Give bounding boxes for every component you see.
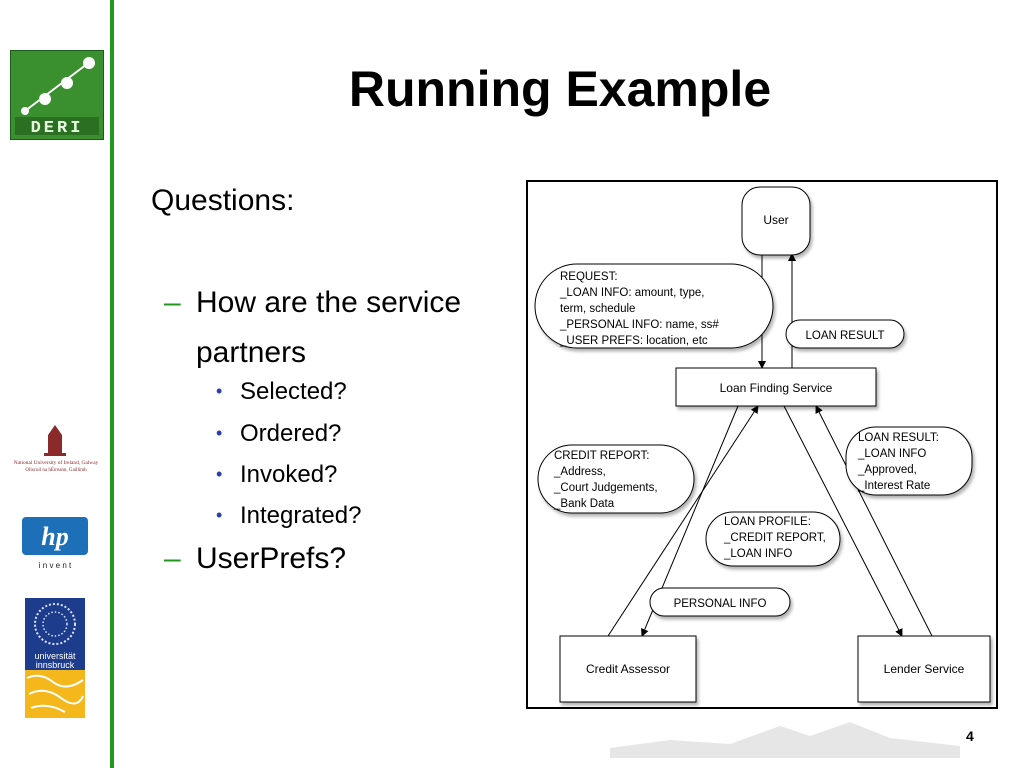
bullet-marker: • xyxy=(216,464,223,484)
loan-finding-service-node: Loan Finding Service xyxy=(675,367,877,407)
nuig-logo-name: National University of Ireland, Galway xyxy=(14,459,99,466)
loan-finding-service-label: Loan Finding Service xyxy=(720,381,833,395)
mountain-watermark xyxy=(610,718,960,758)
request-message: REQUEST: _LOAN INFO: amount, type, term,… xyxy=(534,263,774,349)
request-line: REQUEST: xyxy=(560,271,618,283)
credit-assessor-label: Credit Assessor xyxy=(586,662,670,676)
list-item-text: UserPrefs? xyxy=(196,542,347,575)
request-line: _LOAN INFO: amount, type, xyxy=(559,287,704,299)
list-item-text: partners xyxy=(196,336,307,369)
dash-marker: – xyxy=(164,542,181,575)
loan-profile-line: LOAN PROFILE: xyxy=(724,516,811,528)
page-number: 4 xyxy=(966,728,974,744)
hp-logo: hp i n v e n t xyxy=(20,515,90,573)
request-line: _USER PREFS: location, etc xyxy=(559,335,708,347)
bullet-marker: • xyxy=(216,505,223,525)
nuig-logo-name-irish: Ollscoil na hÉireann, Gaillimh xyxy=(25,467,87,473)
user-node: User xyxy=(741,186,811,256)
loan-result-detail-message: LOAN RESULT: _LOAN INFO _Approved, _Inte… xyxy=(845,426,973,496)
credit-report-message: CREDIT REPORT: _Address, _Court Judgemen… xyxy=(537,444,695,514)
user-node-label: User xyxy=(763,213,788,227)
uibk-logo-line2: innsbruck xyxy=(36,660,75,670)
loan-result-detail-line: _LOAN INFO xyxy=(857,448,926,460)
request-line: _PERSONAL INFO: name, ss# xyxy=(559,319,719,331)
bullet-text: Integrated? xyxy=(240,502,362,529)
edge-loanfinding-to-lender xyxy=(783,405,903,637)
deri-logo-text: DERI xyxy=(31,119,84,138)
list-item-text: How are the service xyxy=(196,286,462,319)
bullet-marker: • xyxy=(216,423,223,443)
lender-service-label: Lender Service xyxy=(884,662,965,676)
sidebar-divider xyxy=(110,0,114,768)
hp-logo-tagline: i n v e n t xyxy=(39,561,72,570)
bullet-marker: • xyxy=(216,381,223,401)
loan-result-detail-line: LOAN RESULT: xyxy=(858,432,939,444)
uibk-logo: universität innsbruck xyxy=(25,598,85,718)
bullet-text: Invoked? xyxy=(240,461,338,488)
credit-report-line: CREDIT REPORT: xyxy=(554,450,649,462)
request-line: term, schedule xyxy=(560,303,635,315)
edge-lender-to-loanfinding xyxy=(815,405,933,637)
loan-profile-message: LOAN PROFILE: _CREDIT REPORT, _LOAN INFO xyxy=(705,511,841,567)
hp-logo-mark: hp xyxy=(41,522,68,551)
edge-credit-to-loanfinding xyxy=(607,405,759,637)
nuig-logo: National University of Ireland, Galway O… xyxy=(4,425,108,477)
slide-title: Running Example xyxy=(348,61,772,117)
lender-service-node: Lender Service xyxy=(857,635,991,703)
deri-logo: DERI xyxy=(10,50,104,140)
loan-result-detail-line: _Approved, xyxy=(857,464,917,476)
loan-result-detail-line: _Interest Rate xyxy=(857,480,930,492)
loan-profile-line: _CREDIT REPORT, xyxy=(723,532,826,544)
credit-report-line: _Address, xyxy=(553,466,606,478)
uibk-logo-line1: universität xyxy=(34,651,76,661)
questions-heading: Questions: xyxy=(151,184,295,217)
credit-report-line: _Bank Data xyxy=(553,498,615,510)
credit-report-line: _Court Judgements, xyxy=(553,482,658,494)
credit-assessor-node: Credit Assessor xyxy=(559,635,697,703)
service-diagram: User REQUEST: _LOAN INFO: amount, type, … xyxy=(526,180,998,709)
dash-marker: – xyxy=(164,286,181,319)
personal-info-label: PERSONAL INFO xyxy=(674,598,767,610)
loan-result-label: LOAN RESULT xyxy=(805,330,884,342)
bullet-text: Selected? xyxy=(240,378,347,405)
bullet-text: Ordered? xyxy=(240,420,342,447)
loan-result-message: LOAN RESULT xyxy=(785,319,905,349)
personal-info-message: PERSONAL INFO xyxy=(649,587,791,617)
loan-profile-line: _LOAN INFO xyxy=(723,548,792,560)
